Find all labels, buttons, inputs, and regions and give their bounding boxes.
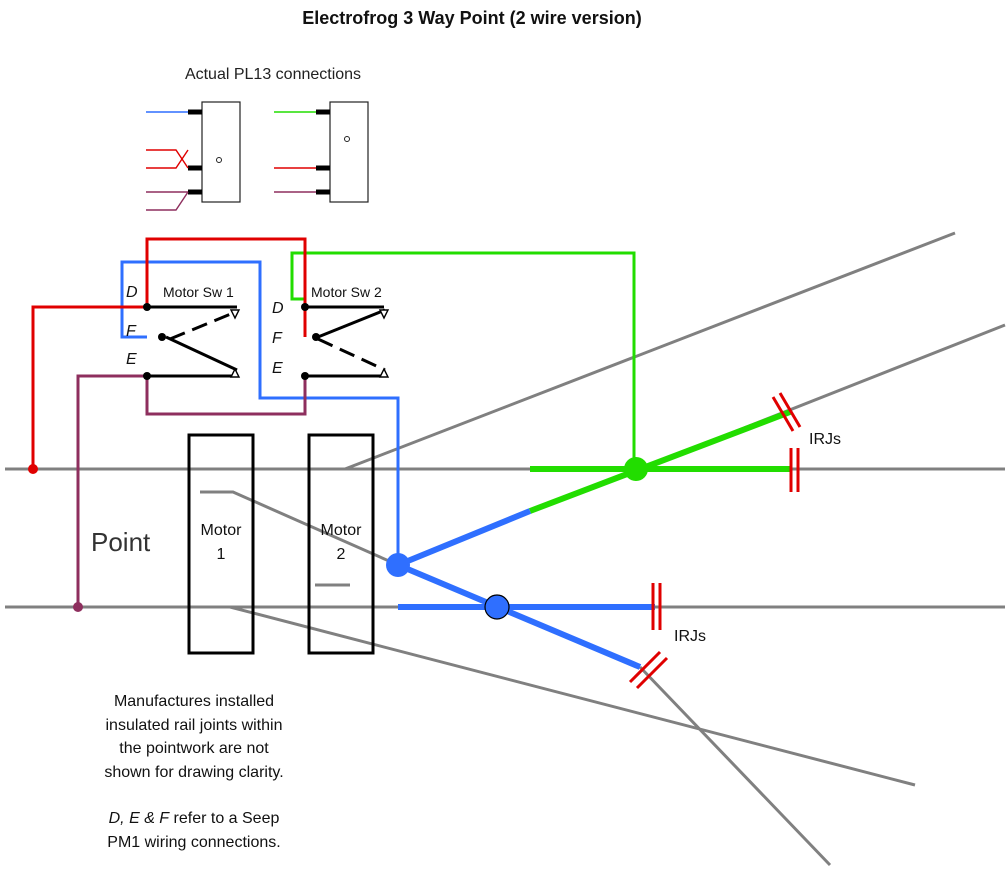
svg-text:shown for drawing clarity.: shown for drawing clarity. <box>104 764 283 781</box>
diagram-title: Electrofrog 3 Way Point (2 wire version) <box>302 8 641 28</box>
irj-marks <box>628 392 802 690</box>
sw2-terminal-e: E <box>272 360 283 377</box>
right-diverging-rail-lower <box>638 665 832 867</box>
sw1-terminal-d: D <box>126 284 138 301</box>
point-label: Point <box>91 527 151 557</box>
svg-text:insulated rail joints within: insulated rail joints within <box>106 717 283 734</box>
svg-text:Motor: Motor <box>321 522 363 539</box>
svg-text:1: 1 <box>217 546 226 563</box>
svg-text:PM1 wiring connections.: PM1 wiring connections. <box>107 834 280 851</box>
motor-sw-1-label: Motor Sw 1 <box>163 284 234 300</box>
svg-text:D, E & F refer to a Seep: D, E & F refer to a Seep <box>109 810 280 827</box>
sw2-terminal-f: F <box>272 330 283 347</box>
center-switch-rail <box>200 490 399 567</box>
green-frog-junction <box>624 457 648 481</box>
sw2-terminal-d: D <box>272 300 284 317</box>
green-frog-feed <box>290 251 792 514</box>
sw1-terminal-e: E <box>126 351 137 368</box>
right-diverging-rail-upper <box>229 605 916 787</box>
pl13-heading: Actual PL13 connections <box>185 66 361 83</box>
purple-feed-wire <box>76 374 307 607</box>
svg-text:Manufactures installed: Manufactures installed <box>114 693 274 710</box>
blue-frog-feed <box>120 260 655 670</box>
svg-text:2: 2 <box>337 546 346 563</box>
motor-switch-2 <box>301 303 390 380</box>
irj-label-upper: IRJs <box>809 431 841 448</box>
pl13-connection-1 <box>146 101 241 211</box>
rails <box>5 231 1006 867</box>
blue-frog-junction-2 <box>484 594 510 620</box>
svg-text:Motor: Motor <box>201 522 243 539</box>
motor-1: Motor 1 <box>187 433 255 655</box>
svg-text:the pointwork are not: the pointwork are not <box>119 740 269 757</box>
sw1-terminal-f: F <box>126 323 137 340</box>
left-diverging-rail-upper <box>344 231 956 471</box>
red-feed-wire <box>31 237 307 469</box>
blue-frog-junction-1 <box>386 553 410 577</box>
drawing-note: Manufactures installed insulated rail jo… <box>104 693 283 851</box>
pl13-connection-2 <box>274 101 369 203</box>
motor-switch-1 <box>143 303 241 380</box>
motor-sw-2-label: Motor Sw 2 <box>311 284 382 300</box>
motor-2: Motor 2 <box>307 433 375 655</box>
irj-label-lower: IRJs <box>674 628 706 645</box>
red-rail-connection <box>28 464 38 474</box>
purple-rail-connection <box>73 602 83 612</box>
